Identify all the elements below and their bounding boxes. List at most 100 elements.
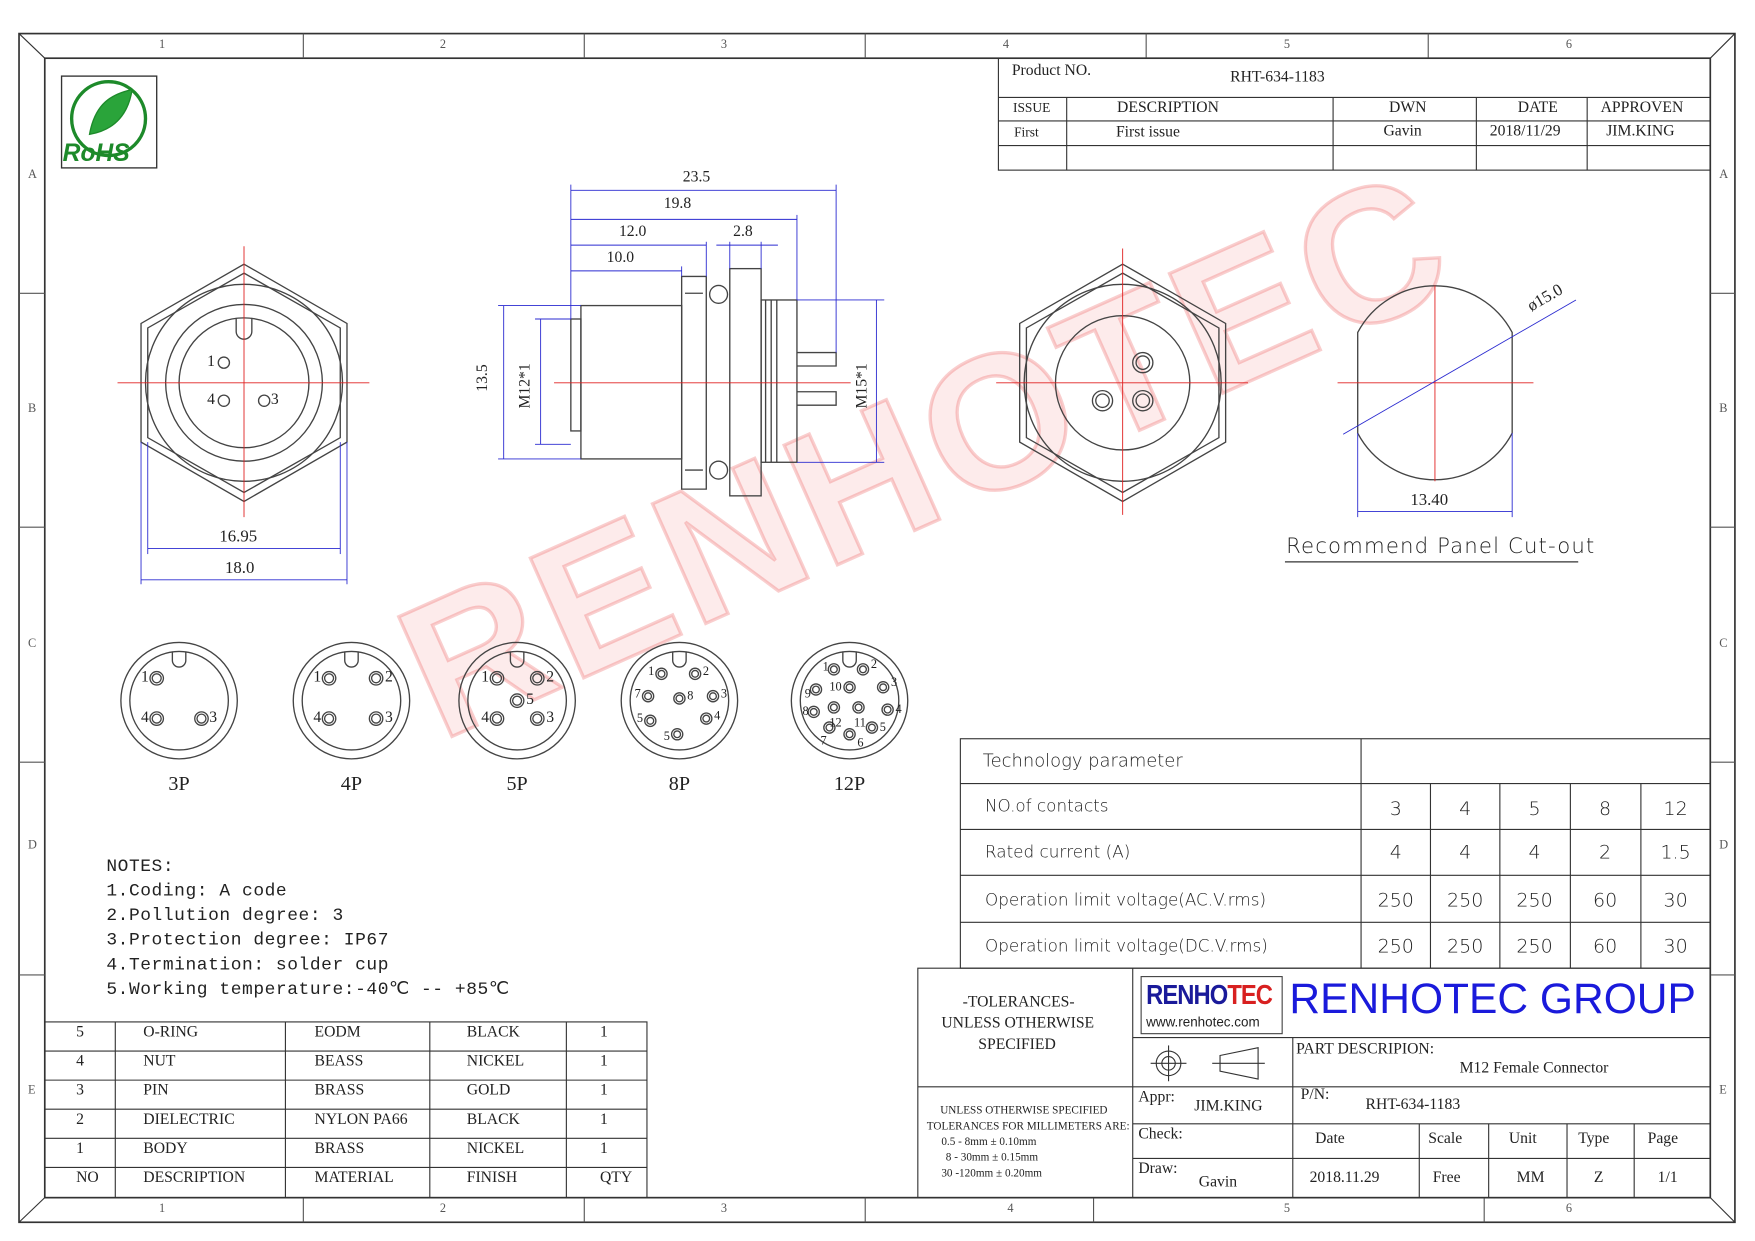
pin-number: 4 [313, 709, 322, 727]
pin-number: 3 [720, 687, 727, 701]
bom-cell: 2 [76, 1111, 84, 1129]
zone-row: E [1719, 1083, 1727, 1097]
pin-number: 4 [481, 709, 490, 727]
tech-row-label: Operation limit voltage(DC.V.rms) [984, 935, 1268, 956]
bom-cell: NUT [143, 1053, 176, 1071]
pin-contact [511, 695, 523, 706]
connector-outline [629, 650, 730, 751]
bom-cell: PIN [143, 1082, 169, 1100]
pin-contact [644, 714, 657, 728]
pin-number: 3 [385, 709, 393, 727]
pin-contact [856, 663, 870, 676]
bom-cell: NYLON PA66 [314, 1111, 408, 1129]
tech-value: 250 [1516, 889, 1553, 913]
pin-number: 9 [804, 687, 811, 701]
dimension-label: 23.5 [682, 169, 711, 186]
bom-cell: 1 [76, 1140, 84, 1158]
pin-number: 7 [820, 734, 827, 748]
bom-cell: 1 [599, 1111, 608, 1129]
pin-contact [811, 685, 820, 694]
pin-contact [151, 673, 162, 684]
dimension-label: 12.0 [618, 223, 647, 241]
draw-label: Draw: [1138, 1160, 1178, 1178]
note-item: 2.Pollution degree: 3 [106, 905, 344, 926]
pin-layout-12P [790, 641, 909, 760]
coding-key [842, 651, 857, 668]
bom-cell: BRASS [314, 1140, 365, 1158]
pin-contact [529, 670, 545, 686]
pin-number: 2 [385, 669, 393, 687]
zone-row: C [1719, 636, 1728, 651]
approver: JIM.KING [1194, 1098, 1263, 1115]
pin-number: 4 [141, 709, 149, 727]
cutout-title: Recommend Panel Cut-out [1286, 533, 1596, 559]
pin-contact [823, 721, 836, 734]
bom-cell: 1 [599, 1024, 608, 1041]
tech-value: 4 [1389, 841, 1402, 865]
pin-number: 1 [313, 669, 322, 687]
pin-layout-label: 8P [668, 772, 691, 795]
pin-contact [321, 711, 337, 726]
tech-value: 250 [1377, 889, 1414, 913]
dimension-label: 13.5 [474, 364, 492, 392]
dimension-label: 16.95 [219, 528, 258, 547]
pin-layout-label: 4P [340, 772, 363, 795]
company-name: RENHOTEC GROUP [1289, 976, 1696, 1024]
tech-value: 8 [1599, 798, 1612, 821]
pin-contact [532, 673, 543, 684]
pin-contact [867, 723, 876, 732]
pin-contact [883, 705, 892, 714]
pin-contact [151, 713, 162, 724]
connector-outline [129, 650, 230, 751]
coding-key [344, 651, 359, 668]
connector-outline [292, 641, 411, 760]
pin-contact [700, 712, 713, 725]
pin-contact [706, 689, 720, 703]
tb-header: Type [1578, 1130, 1610, 1148]
pin-contact [368, 711, 384, 726]
pin-layout-label: 3P [168, 772, 190, 795]
pin-contact [196, 713, 207, 724]
pin-layout-5P [458, 641, 576, 760]
rev-cell: JIM.KING [1606, 123, 1675, 140]
pin-contact [529, 711, 545, 726]
bom-cell: 4 [76, 1053, 84, 1071]
pin-number: 7 [634, 687, 641, 701]
pin-contact [845, 730, 854, 739]
rev-cell: First [1014, 124, 1039, 140]
coding-key [509, 651, 525, 668]
pin-layout-label: 5P [506, 772, 528, 795]
pin-number: 5 [526, 691, 534, 709]
bom-cell: BRASS [314, 1082, 365, 1100]
zone-col: 4 [1002, 38, 1010, 52]
dimension-label: 19.8 [663, 195, 692, 213]
pin-contact [489, 711, 505, 726]
rev-header: ISSUE [1012, 99, 1051, 116]
pin-contact [675, 694, 684, 703]
zone-row: A [27, 167, 37, 182]
zone-row: D [1719, 838, 1729, 852]
zone-col: 2 [439, 1202, 447, 1216]
tech-value: 5 [1528, 798, 1541, 821]
zone-row: E [27, 1083, 36, 1097]
pin-contact [670, 727, 684, 741]
side-view [498, 184, 885, 497]
pin-number: 1 [141, 669, 149, 687]
pin-layout-8P [620, 641, 739, 760]
pin-contact [323, 673, 335, 684]
pin-contact [827, 663, 841, 676]
bom-cell: BEASS [314, 1053, 364, 1071]
note-item: 3.Protection degree: IP67 [106, 930, 390, 951]
pin-contact [673, 692, 686, 705]
pin-contact [702, 714, 711, 723]
pn-label: P/N: [1300, 1086, 1330, 1104]
tech-title: Technology parameter [982, 749, 1183, 772]
tech-value: 12 [1663, 798, 1688, 821]
notes-title: NOTES: [106, 856, 175, 877]
coding-key [672, 651, 687, 668]
pin-number: 3 [270, 391, 279, 409]
company-logo: RENHOTEC www.renhotec.com [1140, 976, 1283, 1035]
tolerance-line: TOLERANCES FOR MILLIMETERS ARE: [926, 1120, 1130, 1133]
pin-contact [194, 711, 209, 726]
